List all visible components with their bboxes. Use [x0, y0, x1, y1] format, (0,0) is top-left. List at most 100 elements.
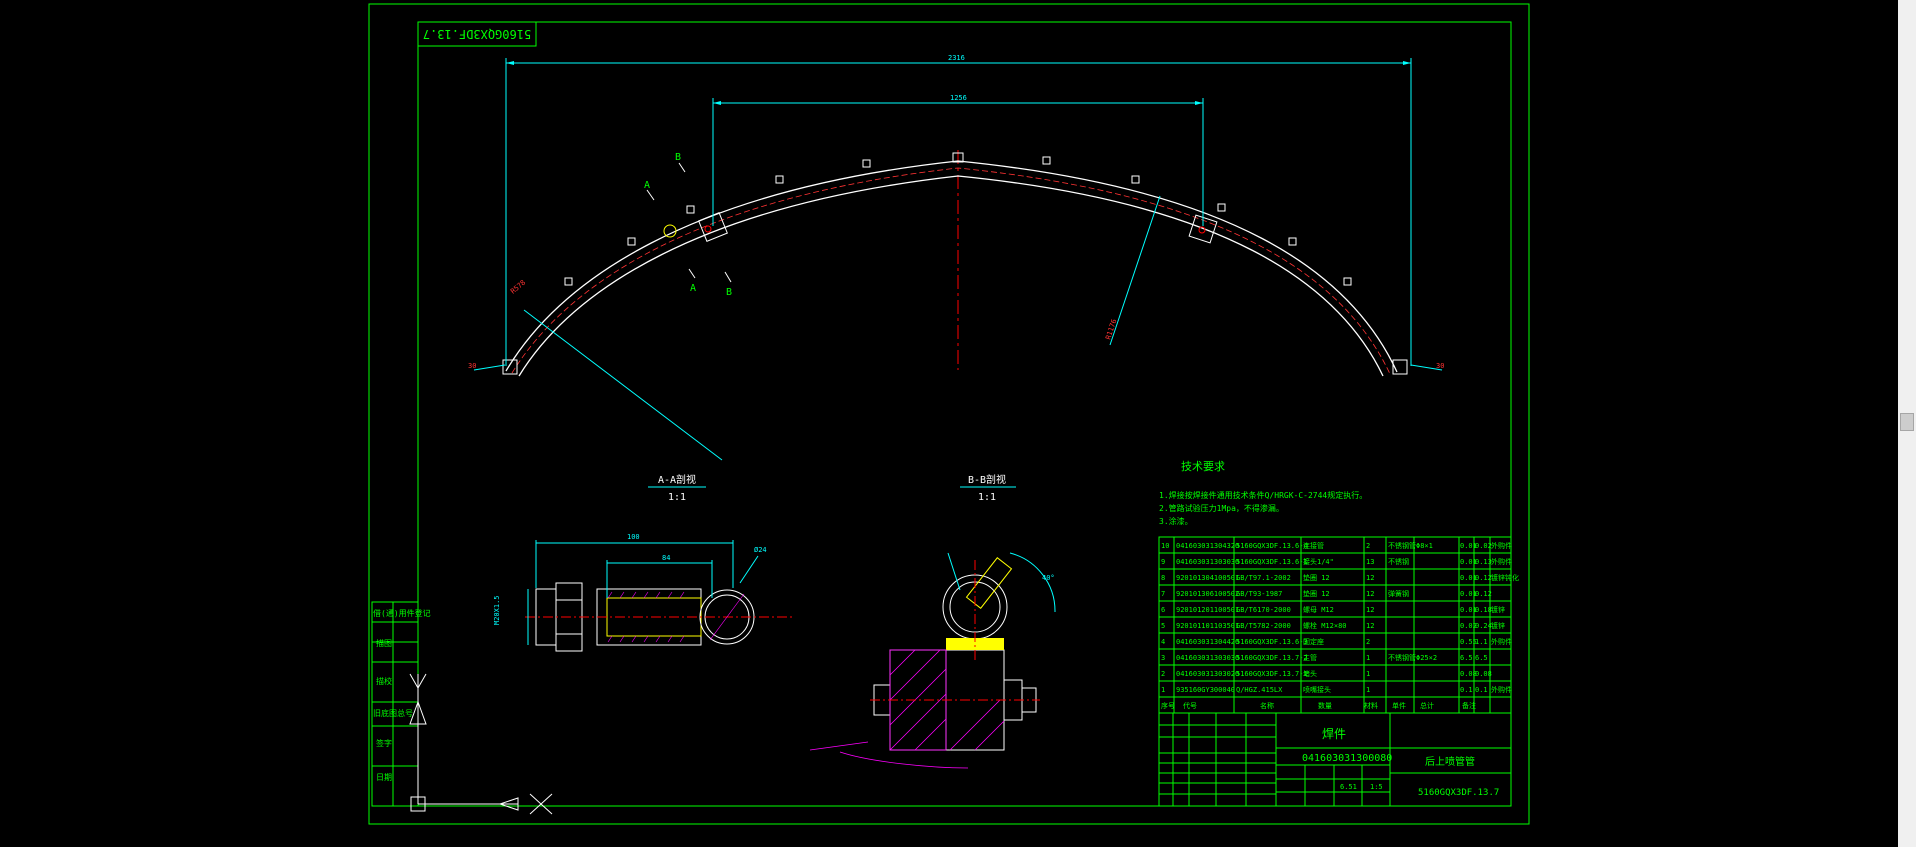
- bom-cell-total: 1.1: [1475, 638, 1488, 646]
- bom-cell-material: 不锈钢管Φ8×1: [1388, 541, 1433, 550]
- dim-radius-right: R1176: [1104, 318, 1118, 341]
- bom-cell-total: 0.18: [1475, 606, 1492, 614]
- bom-cell-no: GB/T6170-2000: [1236, 606, 1291, 614]
- side-label-1: 借(通)用件登记: [373, 608, 431, 618]
- dim-aa-length: 100: [627, 533, 640, 541]
- title-block-drawing-no: 5160GQX3DF.13.7: [1418, 788, 1499, 798]
- dimension-lines: [473, 58, 1443, 461]
- tech-req-item-2: 2.管路试验压力1Mpa，不得渗漏。: [1159, 503, 1284, 513]
- mounting-brackets: [698, 212, 1218, 244]
- section-bb-hatch: [809, 649, 1005, 769]
- section-bb-title: B-B剖视: [968, 473, 1006, 486]
- bracket-hole-left: [704, 225, 712, 233]
- side-label-2: 描图: [376, 638, 392, 648]
- bom-cell-name: 喷嘴接头: [1303, 685, 1331, 694]
- bom-cell-seq: 6: [1161, 606, 1165, 614]
- bom-cell-no: 5160GQX3DF.13.7-1: [1236, 670, 1308, 678]
- section-aa-hatch: [607, 591, 745, 643]
- bom-header-cell: 名称: [1260, 701, 1274, 710]
- bom-cell-unit: 0.01: [1460, 574, 1477, 582]
- bom-cell-no: GB/T93-1987: [1236, 590, 1282, 598]
- title-block-part-name: 后上喷管管: [1425, 755, 1475, 768]
- bom-cell-material: 不锈钢: [1388, 557, 1409, 566]
- side-label-5: 签字: [376, 738, 392, 748]
- bom-cell-unit: 0.01: [1460, 590, 1477, 598]
- title-block-texts: 焊件 041603031300080 后上喷管管 5160GQX3DF.13.7…: [1302, 726, 1499, 798]
- bom-cell-code: 935160GY300040: [1176, 686, 1235, 694]
- bracket-hole-right: [1198, 226, 1206, 234]
- bom-cell-qty: 1: [1366, 670, 1370, 678]
- bom-cell-code: 041603031303020: [1176, 670, 1239, 678]
- bom-cell-total: 0.24: [1475, 622, 1492, 630]
- bom-cell-seq: 4: [1161, 638, 1165, 646]
- bom-cell-note: 外购件: [1491, 637, 1512, 646]
- dim-aa-dia: Ø24: [754, 546, 767, 554]
- section-aa-scale: 1:1: [668, 492, 686, 503]
- dimension-texts: 2316 1256: [948, 54, 967, 102]
- bom-cell-note: 外购件: [1491, 557, 1512, 566]
- bom-cell-no: GB/T5782-2000: [1236, 622, 1291, 630]
- bom-cell-qty: 13: [1366, 558, 1374, 566]
- section-bb-scale: 1:1: [978, 492, 996, 503]
- bom-cell-code: 041603031303030: [1176, 654, 1239, 662]
- title-block-part-code: 041603031300080: [1302, 753, 1392, 764]
- bom-cell-seq: 5: [1161, 622, 1165, 630]
- dimension-arrows: [506, 61, 1411, 105]
- bom-cell-qty: 12: [1366, 622, 1374, 630]
- bom-header-cell: 单件: [1392, 701, 1406, 710]
- bom-cell-note: 镀锌: [1491, 605, 1505, 614]
- section-titles: A-A剖视 1:1 B-B剖视 1:1: [658, 473, 1006, 503]
- section-bb-view: [873, 557, 1037, 751]
- bom-cell-total: 6.5: [1475, 654, 1488, 662]
- bom-cell-unit: 0.01: [1460, 558, 1477, 566]
- rotated-drawing-number: 5160GQX3DF.13.7: [417, 21, 537, 47]
- dimension-red-texts: R578 R1176 30 30: [468, 279, 1444, 370]
- bom-cell-note: 镀锌: [1491, 621, 1505, 630]
- bom-cell-note: 镀锌钝化: [1491, 573, 1519, 582]
- bom-cell-code: 920101101103501: [1176, 622, 1239, 630]
- dim-overall-chord: 2316: [948, 54, 965, 62]
- bom-cell-no: GB/T97.1-2002: [1236, 574, 1291, 582]
- title-block-mass: 6.51: [1340, 783, 1357, 791]
- bom-cell-qty: 12: [1366, 574, 1374, 582]
- section-cut-ticks: [646, 162, 732, 283]
- main-pipe-arc: [505, 160, 1398, 377]
- bom-cell-qty: 2: [1366, 542, 1370, 550]
- bom-cell-note: 外购件: [1491, 541, 1512, 550]
- section-mark-b-upper: B: [675, 152, 681, 163]
- bom-cell-total: 0.12: [1475, 574, 1492, 582]
- bom-cell-name: 螺栓 M12×80: [1303, 621, 1347, 630]
- drawing-border: [368, 3, 1530, 825]
- dim-aa-inner: 84: [662, 554, 670, 562]
- title-block-scale: 1:5: [1370, 783, 1383, 791]
- bom-cell-seq: 8: [1161, 574, 1165, 582]
- bom-cell-material: 弹簧钢: [1388, 589, 1409, 598]
- scrollbar-thumb[interactable]: [1900, 413, 1914, 431]
- bom-cell-qty: 12: [1366, 606, 1374, 614]
- bom-cell-total: 0.12: [1475, 590, 1492, 598]
- bom-header-cell: 序号: [1161, 701, 1175, 710]
- dim-bb-angle: 40°: [1042, 574, 1055, 582]
- section-mark-b-lower: B: [726, 287, 732, 298]
- bom-header-cell: 备注: [1462, 701, 1476, 710]
- bom-cell-seq: 10: [1161, 542, 1169, 550]
- bom-cell-name: 固定座: [1303, 637, 1324, 646]
- bom-cell-unit: 0.01: [1460, 542, 1477, 550]
- side-label-6: 日期: [376, 773, 392, 782]
- tech-req-title: 技术要求: [1181, 460, 1225, 473]
- bom-cell-no: 5160GQX3DF.13.6-3: [1236, 638, 1308, 646]
- bom-cell-no: 5160GQX3DF.13.7-2: [1236, 654, 1308, 662]
- tech-req-item-1: 1.焊接按焊接件通用技术条件Q/HRGK-C-2744规定执行。: [1159, 490, 1367, 500]
- bom-header-cell: 代号: [1183, 701, 1197, 710]
- bom-cell-unit: 0.55: [1460, 638, 1477, 646]
- bom-header-cell: 总计: [1420, 701, 1434, 710]
- bom-cell-name: 螺母 M12: [1303, 605, 1334, 614]
- tech-req-item-3: 3.涂漆。: [1159, 516, 1193, 526]
- bom-cell-code: 041603031303030: [1176, 558, 1239, 566]
- vertical-scrollbar[interactable]: [1898, 0, 1916, 847]
- bom-cell-seq: 3: [1161, 654, 1165, 662]
- detail-circle: [663, 224, 677, 238]
